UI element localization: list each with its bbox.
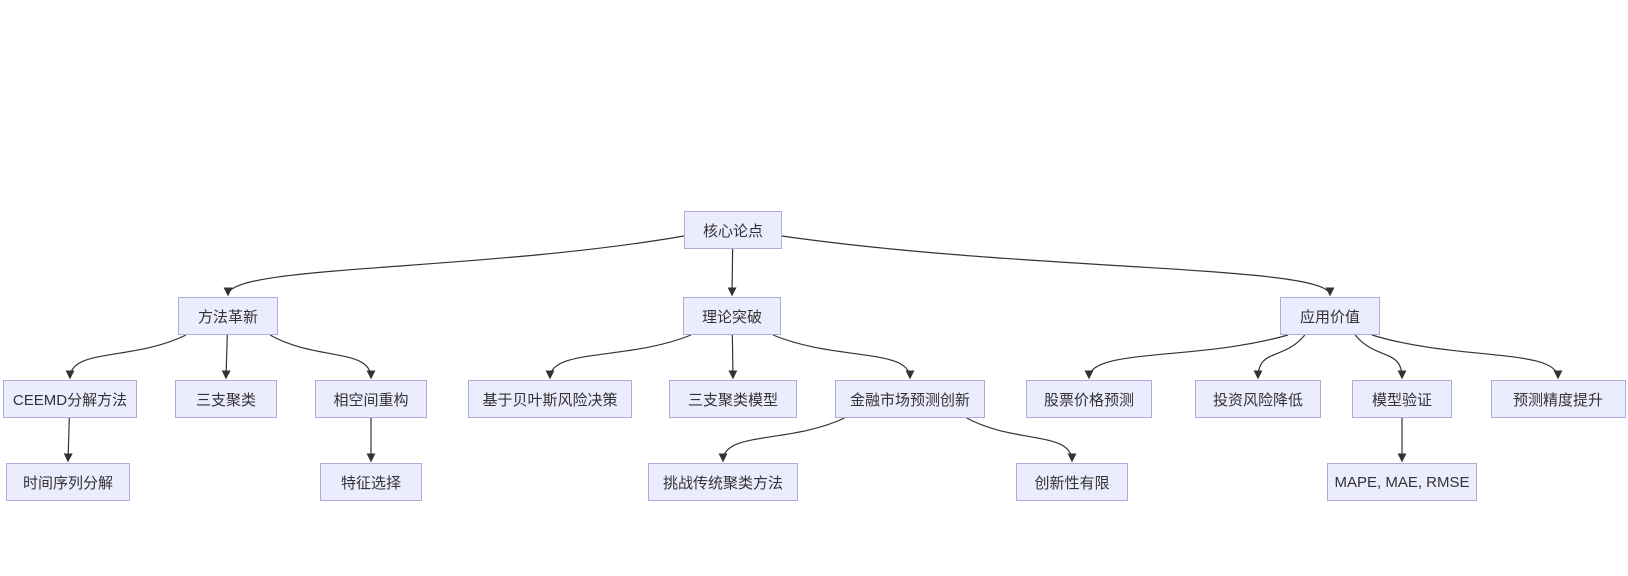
node-financial: 金融市场预测创新 (835, 380, 985, 418)
node-method: 方法革新 (178, 297, 278, 335)
edge-application-to-validation (1354, 334, 1407, 380)
edge-method-to-ceemd (65, 334, 187, 380)
node-feature: 特征选择 (320, 463, 422, 501)
edge-core-to-application (781, 235, 1335, 297)
edge-core-to-method (223, 235, 685, 297)
node-application: 应用价值 (1280, 297, 1380, 335)
node-phase-space: 相空间重构 (315, 380, 427, 418)
edge-financial-to-limited (966, 417, 1077, 463)
node-accuracy: 预测精度提升 (1490, 380, 1626, 418)
node-stock: 股票价格预测 (1026, 380, 1152, 418)
node-risk: 投资风险降低 (1195, 380, 1321, 418)
edge-financial-to-challenge (718, 417, 845, 463)
node-theory: 理论突破 (683, 297, 781, 335)
edge-ceemd-to-time-series (63, 417, 73, 463)
edge-theory-to-three-way-model (728, 334, 738, 380)
node-core: 核心论点 (684, 211, 782, 249)
node-bayes: 基于贝叶斯风险决策 (468, 380, 632, 418)
node-time-series: 时间序列分解 (6, 463, 130, 501)
node-metrics: MAPE, MAE, RMSE (1327, 463, 1477, 501)
edge-core-to-theory (727, 248, 737, 297)
node-validation: 模型验证 (1352, 380, 1452, 418)
edge-theory-to-financial (772, 334, 915, 380)
edge-theory-to-bayes (545, 334, 692, 380)
edge-application-to-risk (1253, 334, 1306, 380)
edge-application-to-stock (1084, 334, 1289, 380)
node-limited: 创新性有限 (1016, 463, 1128, 501)
edge-method-to-three-way (221, 334, 231, 380)
node-challenge: 挑战传统聚类方法 (648, 463, 798, 501)
node-three-way: 三支聚类 (175, 380, 277, 418)
node-ceemd: CEEMD分解方法 (3, 380, 137, 418)
node-three-way-model: 三支聚类模型 (669, 380, 797, 418)
edge-application-to-accuracy (1371, 334, 1563, 380)
edge-method-to-phase-space (269, 334, 376, 380)
